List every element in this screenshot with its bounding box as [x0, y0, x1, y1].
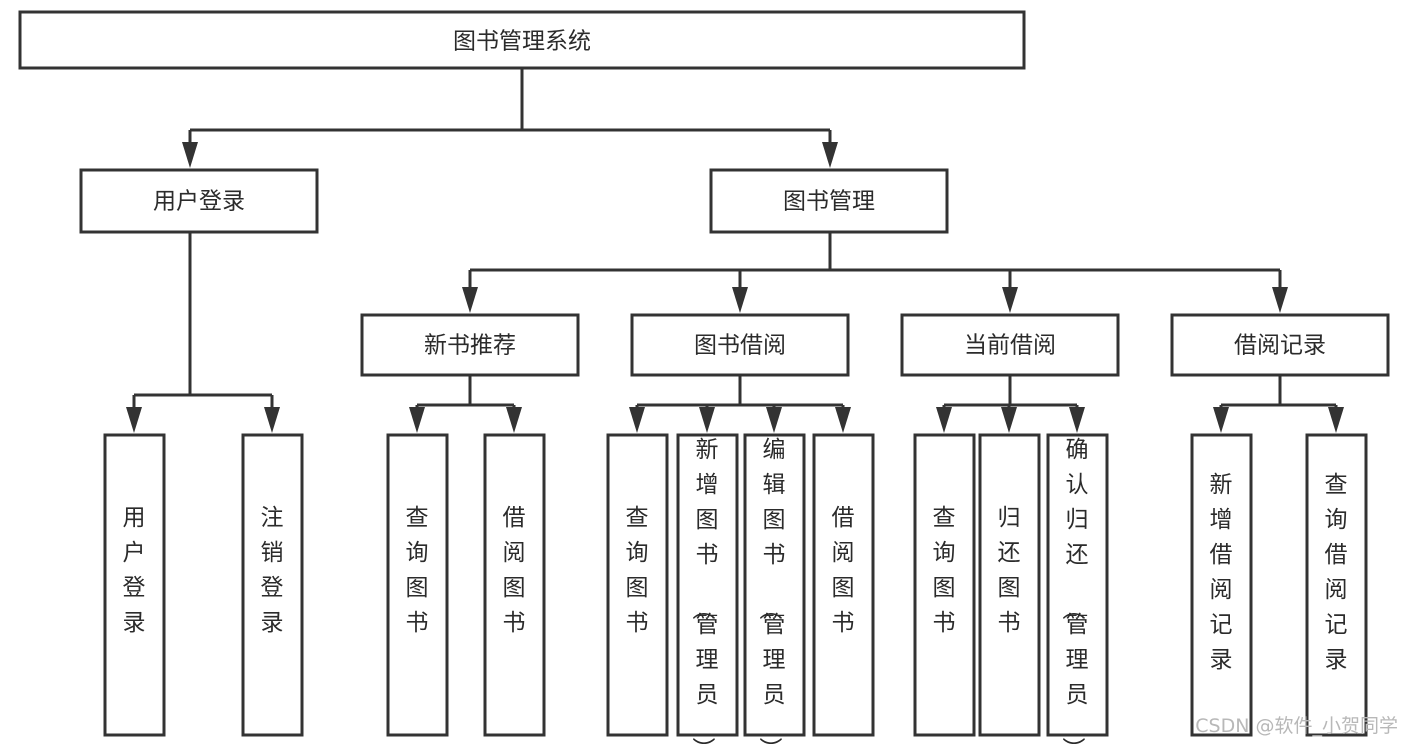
connector-group-user-login: [126, 232, 280, 433]
leaf-query-book-rec-box[interactable]: [386, 433, 449, 737]
leaf-node-add-book-admin[interactable]: 新增图书（管理员）: [676, 433, 739, 747]
node-root-box[interactable]: [18, 10, 1026, 70]
node-new-book-recommend[interactable]: 新书推荐: [360, 313, 580, 377]
leaf-logout-login-label: 注销登录: [261, 505, 284, 636]
node-new-book-recommend-label: 新书推荐: [424, 333, 516, 359]
leaf-return-book-label: 归还图书: [998, 505, 1021, 636]
arrow-head-current-borrow: [1002, 287, 1018, 313]
connector-group-borrow-record: [1213, 375, 1344, 433]
leaf-node-user-login[interactable]: 用户登录: [103, 433, 166, 737]
node-user-login-label: 用户登录: [153, 189, 245, 215]
leaf-confirm-return-admin-label: 确认归还（管理员）: [1060, 437, 1089, 747]
leaf-query-borrow-record-label: 查询借阅记录: [1325, 472, 1348, 673]
leaf-node-return-book[interactable]: 归还图书: [978, 433, 1041, 737]
node-root[interactable]: 图书管理系统: [18, 10, 1026, 70]
leaf-node-query-book-rec[interactable]: 查询图书: [386, 433, 449, 737]
leaf-add-book-admin-label: 新增图书（管理员）: [690, 437, 719, 747]
leaf-borrow-book-label: 借阅图书: [832, 505, 855, 636]
leaf-confirm-return-admin-box[interactable]: [1046, 433, 1109, 737]
leaf-node-query-book-current[interactable]: 查询图书: [913, 433, 976, 737]
arrow-head-user-login: [182, 142, 198, 168]
leaf-node-confirm-return-admin[interactable]: 确认归还（管理员）: [1046, 433, 1109, 747]
leaf-query-book-borrow-label: 查询图书: [626, 505, 649, 636]
leaf-query-book-rec-label: 查询图书: [406, 505, 429, 636]
node-user-login[interactable]: 用户登录: [79, 168, 319, 234]
arrow-head-leaf-borrow-book: [835, 407, 851, 433]
leaf-node-add-borrow-record[interactable]: 新增借阅记录: [1190, 433, 1253, 737]
leaf-add-borrow-record-label: 新增借阅记录: [1210, 472, 1233, 673]
node-book-manage[interactable]: 图书管理: [709, 168, 949, 234]
node-book-manage-box[interactable]: [709, 168, 949, 234]
arrow-head-book-manage: [822, 142, 838, 168]
node-current-borrow-box[interactable]: [900, 313, 1120, 377]
arrow-head-leaf-add-book-admin: [699, 407, 715, 433]
leaf-node-borrow-book[interactable]: 借阅图书: [812, 433, 875, 737]
node-borrow-record-box[interactable]: [1170, 313, 1390, 377]
leaf-query-book-current-label: 查询图书: [933, 505, 956, 636]
leaf-query-book-borrow-box[interactable]: [606, 433, 669, 737]
arrow-head-leaf-query-book-borrow: [629, 407, 645, 433]
node-book-borrow-box[interactable]: [630, 313, 850, 377]
node-borrow-record-label: 借阅记录: [1234, 333, 1326, 359]
connector-group-book-borrow: [629, 375, 851, 433]
leaf-logout-login-box[interactable]: [241, 433, 304, 737]
arrow-head-leaf-add-borrow-record: [1213, 407, 1229, 433]
connector-group-new-book-recommend: [409, 375, 522, 433]
leaf-add-borrow-record-box[interactable]: [1190, 433, 1253, 737]
node-root-label: 图书管理系统: [453, 29, 591, 55]
leaf-borrow-book-rec-box[interactable]: [483, 433, 546, 737]
arrow-head-leaf-confirm-return-admin: [1069, 407, 1085, 433]
arrow-head-borrow-record: [1272, 287, 1288, 313]
arrow-head-leaf-query-book-rec: [409, 407, 425, 433]
leaf-node-logout-login[interactable]: 注销登录: [241, 433, 304, 737]
node-book-borrow-label: 图书借阅: [694, 333, 786, 359]
connector-group-book-manage: [462, 232, 1288, 313]
connector-group-current-borrow: [936, 375, 1085, 433]
node-current-borrow[interactable]: 当前借阅: [900, 313, 1120, 377]
arrow-head-leaf-query-book-current: [936, 407, 952, 433]
leaf-node-query-borrow-record[interactable]: 查询借阅记录: [1305, 433, 1368, 737]
leaf-node-edit-book-admin[interactable]: 编辑图书（管理员）: [743, 433, 806, 747]
leaf-user-login-box[interactable]: [103, 433, 166, 737]
leaf-user-login-label: 用户登录: [123, 505, 146, 636]
node-new-book-recommend-box[interactable]: [360, 313, 580, 377]
leaf-return-book-box[interactable]: [978, 433, 1041, 737]
arrow-head-leaf-borrow-book-rec: [506, 407, 522, 433]
connector-group-root: [182, 68, 838, 168]
leaf-query-borrow-record-box[interactable]: [1305, 433, 1368, 737]
arrow-head-leaf-user-login: [126, 407, 142, 433]
arrow-head-leaf-logout-login: [264, 407, 280, 433]
leaf-node-borrow-book-rec[interactable]: 借阅图书: [483, 433, 546, 737]
node-book-borrow[interactable]: 图书借阅: [630, 313, 850, 377]
arrow-head-new-book-recommend: [462, 287, 478, 313]
node-user-login-box[interactable]: [79, 168, 319, 234]
arrow-head-leaf-query-borrow-record: [1328, 407, 1344, 433]
leaf-edit-book-admin-box[interactable]: [743, 433, 806, 737]
leaf-add-book-admin-box[interactable]: [676, 433, 739, 737]
leaf-edit-book-admin-label: 编辑图书（管理员）: [757, 437, 786, 747]
node-borrow-record[interactable]: 借阅记录: [1170, 313, 1390, 377]
arrow-head-leaf-edit-book-admin: [766, 407, 782, 433]
arrow-head-leaf-return-book: [1001, 407, 1017, 433]
arrow-head-book-borrow: [732, 287, 748, 313]
leaf-borrow-book-rec-label: 借阅图书: [503, 505, 526, 636]
node-current-borrow-label: 当前借阅: [964, 333, 1056, 359]
leaf-query-book-current-box[interactable]: [913, 433, 976, 737]
csdn-watermark: CSDN @软件_小贺同学: [1195, 715, 1398, 737]
node-book-manage-label: 图书管理: [783, 189, 875, 215]
leaf-borrow-book-box[interactable]: [812, 433, 875, 737]
leaf-node-query-book-borrow[interactable]: 查询图书: [606, 433, 669, 737]
